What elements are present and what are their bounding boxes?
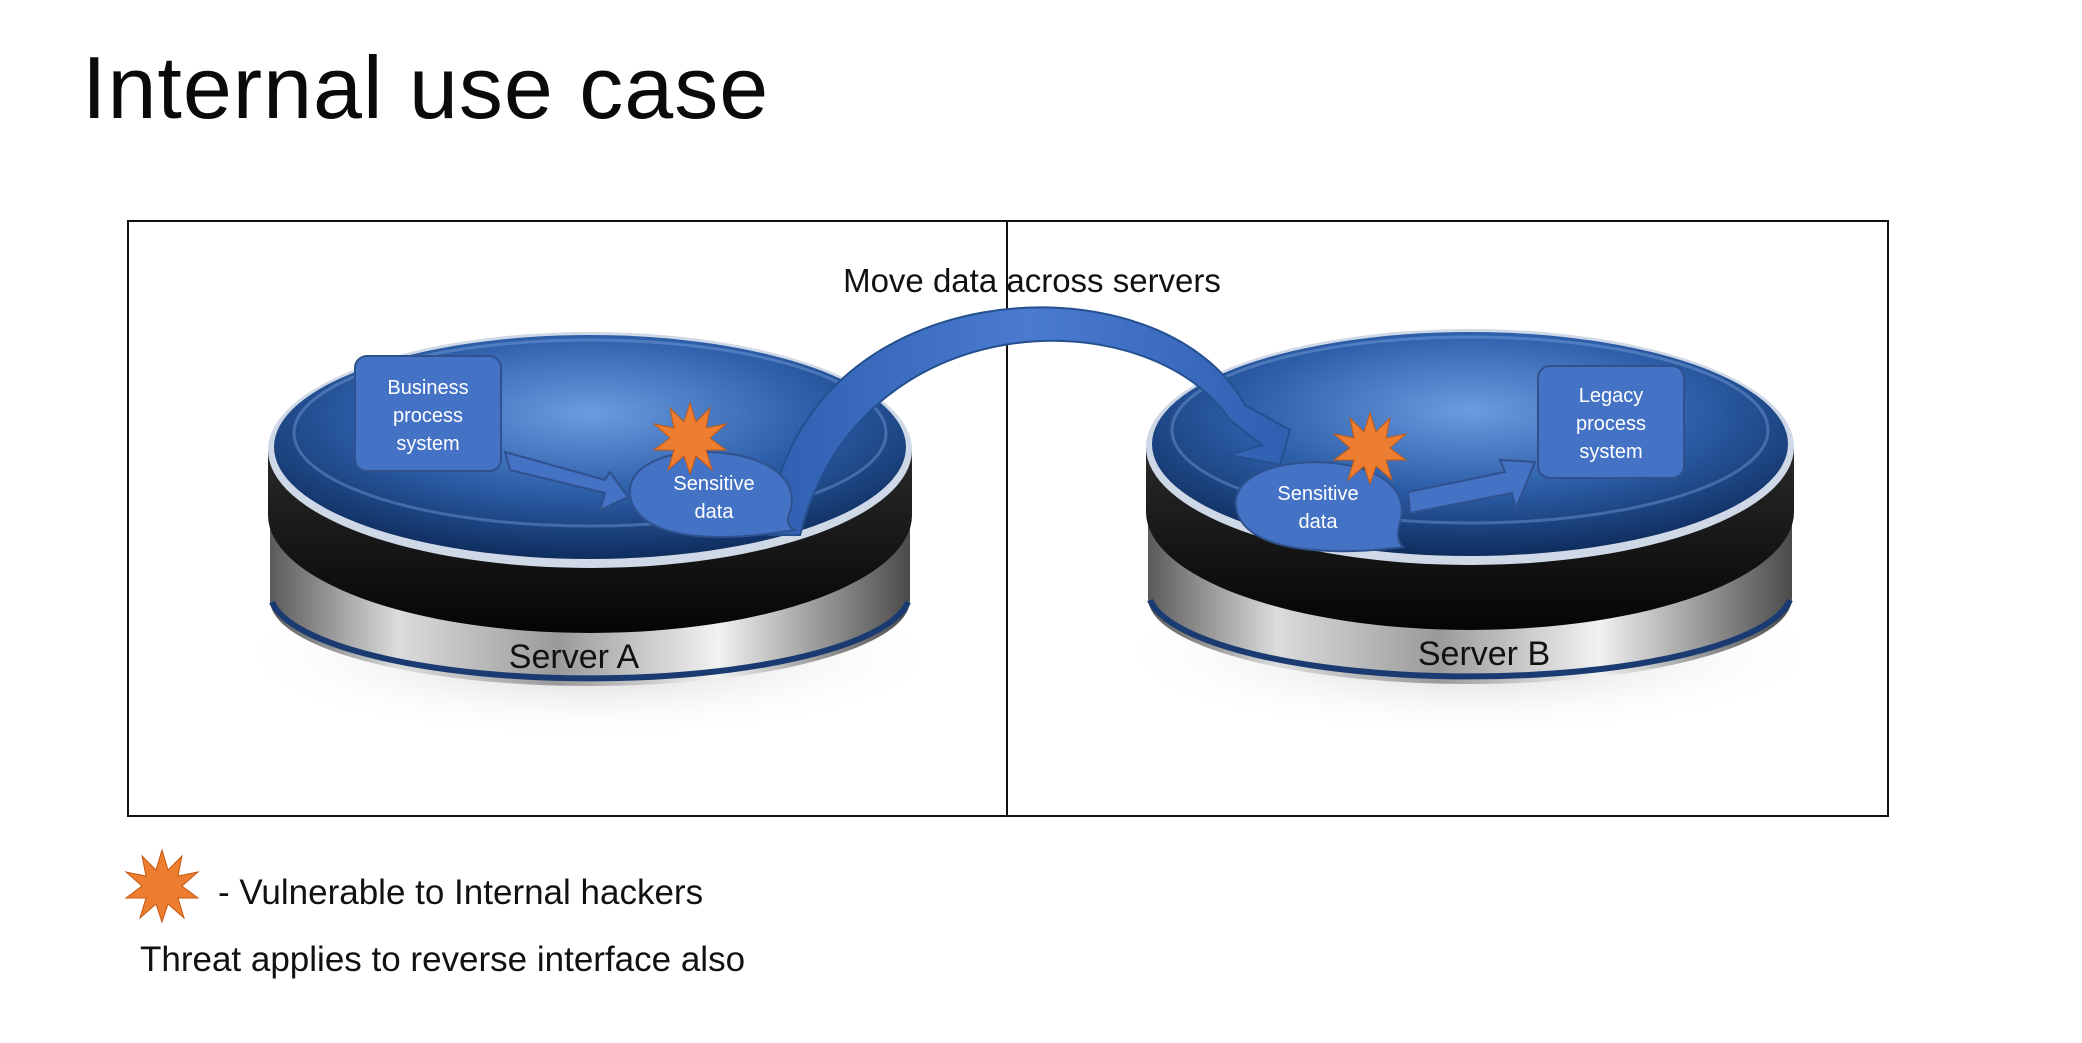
diagram-frame <box>127 220 1889 817</box>
arrow-to-legacy-system <box>1406 458 1537 515</box>
starburst-icon <box>124 848 200 924</box>
sensitive-data-node-a: Sensitive data <box>629 450 799 538</box>
sensitive-data-a-line2: data <box>695 501 735 523</box>
legacy-process-box: Legacy process system <box>1537 365 1685 479</box>
business-process-line1: Business <box>387 377 468 399</box>
sensitive-data-b-line1: Sensitive <box>1277 483 1358 505</box>
slide-title: Internal use case <box>82 38 770 137</box>
legend-text: - Vulnerable to Internal hackers <box>218 873 704 912</box>
business-process-line2: process <box>393 405 463 427</box>
threat-note: Threat applies to reverse interface also <box>140 940 746 979</box>
legacy-process-line1: Legacy <box>1579 385 1644 407</box>
business-process-line3: system <box>396 433 459 455</box>
transfer-label: Move data across servers <box>843 262 1221 299</box>
starburst-icon <box>652 401 728 476</box>
starburst-icon <box>1332 411 1408 486</box>
legacy-process-line2: process <box>1576 413 1646 435</box>
sensitive-data-a-line1: Sensitive <box>673 473 754 495</box>
arrow-to-sensitive-data-a <box>503 450 630 512</box>
legacy-process-line3: system <box>1579 441 1642 463</box>
sensitive-data-node-b: Sensitive data <box>1234 460 1406 553</box>
business-process-box: Business process system <box>354 355 502 472</box>
server-b-label: Server B <box>1418 635 1550 673</box>
sensitive-data-b-line2: data <box>1299 511 1339 533</box>
frame-divider <box>1006 221 1008 817</box>
server-a-label: Server A <box>509 638 640 676</box>
